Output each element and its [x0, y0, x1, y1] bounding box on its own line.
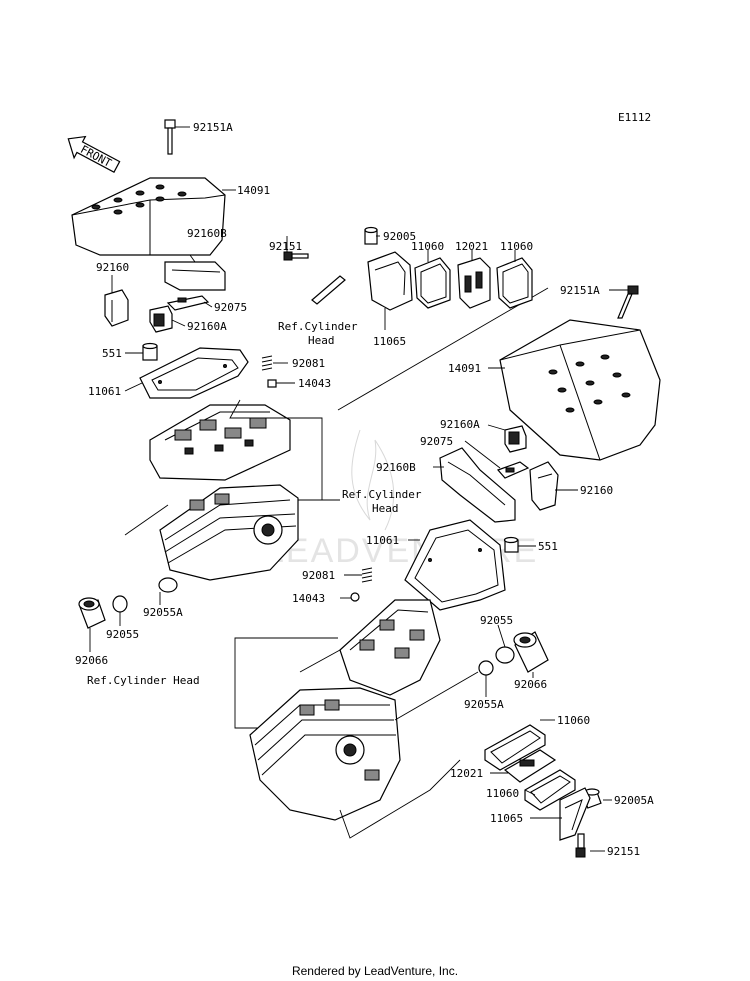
label-92005: 92005 — [383, 230, 416, 243]
o-ring-92055a-left — [158, 577, 178, 593]
label-12021-top: 12021 — [455, 240, 488, 253]
o-ring-92055a-right — [478, 660, 494, 676]
cover-11065-top — [367, 251, 413, 311]
cylinder-head-rear-upper — [149, 404, 291, 481]
o-ring-92055-left — [112, 595, 128, 613]
label-92055a-right: 92055A — [464, 698, 504, 711]
label-92075-left: 92075 — [214, 301, 247, 314]
label-92066-left: 92066 — [75, 654, 108, 667]
label-11065-bottom: 11065 — [490, 812, 523, 825]
label-92160a-right: 92160A — [440, 418, 480, 431]
leader-lines — [89, 126, 628, 852]
gasket-11060-b — [496, 257, 533, 309]
plug-14043-bottom — [350, 592, 360, 602]
label-12021-bottom: 12021 — [450, 767, 483, 780]
label-ref-cylinder-head-2b: Head — [372, 502, 399, 515]
label-11060-d: 11060 — [486, 787, 519, 800]
label-92081-bottom: 92081 — [302, 569, 335, 582]
spring-92081-top — [261, 355, 273, 371]
damper-92160-left — [104, 289, 129, 327]
reed-valve-12021-bottom — [503, 749, 557, 783]
o-ring-92055-right — [495, 646, 515, 664]
cylinder-head-front-upper — [339, 599, 441, 696]
label-92081-top: 92081 — [292, 357, 325, 370]
grommet-92160b-right — [439, 447, 516, 523]
spring-92081-bottom — [361, 567, 373, 583]
damper-92075-right — [496, 461, 530, 479]
gasket-11061-right — [404, 519, 506, 611]
label-11060-a: 11060 — [411, 240, 444, 253]
label-92160b-right: 92160B — [376, 461, 416, 474]
gasket-11060-c — [484, 724, 546, 771]
label-92151-bottom: 92151 — [607, 845, 640, 858]
label-14043-bottom: 14043 — [292, 592, 325, 605]
damper-92160a-right — [504, 425, 527, 453]
cap-551-left — [142, 342, 158, 361]
label-11065-top: 11065 — [373, 335, 406, 348]
label-14091-top: 14091 — [237, 184, 270, 197]
label-92160-left: 92160 — [96, 261, 129, 274]
label-92055-left: 92055 — [106, 628, 139, 641]
pipe-92066-left — [78, 597, 106, 629]
grommet-92160b-left — [164, 261, 226, 291]
label-ref-cylinder-head-2a: Ref.Cylinder — [342, 488, 422, 501]
bolt-92151a-top — [164, 119, 176, 155]
label-ref-cylinder-head-1b: Head — [308, 334, 335, 347]
cylinder-head-front-body — [249, 687, 401, 821]
damper-92075-left — [166, 295, 210, 311]
label-11061-right: 11061 — [366, 534, 399, 547]
label-92055-right: 92055 — [480, 614, 513, 627]
gasket-11061-left — [139, 347, 249, 399]
gasket-11060-d — [524, 769, 576, 811]
cylinder-head-cover-front — [71, 177, 226, 256]
damper-92160-right — [529, 461, 559, 511]
front-arrow-icon: FRONT — [67, 135, 121, 173]
fitting-92005 — [364, 226, 378, 245]
cover-11065-bottom — [559, 787, 591, 841]
cap-551-right — [503, 536, 519, 553]
label-92055a-left: 92055A — [143, 606, 183, 619]
cylinder-head-rear-body — [159, 484, 299, 581]
label-14043-top: 14043 — [298, 377, 331, 390]
label-14091-right: 14091 — [448, 362, 481, 375]
label-ref-cylinder-head-1a: Ref.Cylinder — [278, 320, 358, 333]
label-92066-right: 92066 — [514, 678, 547, 691]
label-551-left: 551 — [102, 347, 122, 360]
label-ref-cylinder-head-3: Ref.Cylinder Head — [87, 674, 200, 687]
pipe-92066-right — [513, 631, 549, 673]
front-label: FRONT — [78, 143, 114, 170]
reed-valve-12021-top — [457, 257, 491, 309]
plug-14043-top — [267, 379, 277, 388]
label-92160b-top: 92160B — [187, 227, 227, 240]
label-92151a-right: 92151A — [560, 284, 600, 297]
label-92005a: 92005A — [614, 794, 654, 807]
label-92075-right: 92075 — [420, 435, 453, 448]
label-11060-b: 11060 — [500, 240, 533, 253]
label-92151a-top: 92151A — [193, 121, 233, 134]
bolt-92151a-right — [617, 285, 639, 319]
part-labels: 92151A 14091 92160B 92160 92075 92160A 9… — [75, 121, 654, 858]
cylinder-head-cover-rear — [499, 319, 661, 461]
label-92151-mid: 92151 — [269, 240, 302, 253]
gasket-11060-a — [414, 257, 451, 309]
footer-credit: Rendered by LeadVenture, Inc. — [291, 964, 459, 978]
bolt-92151-mid — [283, 251, 309, 261]
diagram-code: E1112 — [618, 111, 651, 124]
bolt-92151-bottom — [575, 833, 586, 858]
damper-92160a-left — [149, 305, 173, 333]
label-92160-right: 92160 — [580, 484, 613, 497]
label-11061-left: 11061 — [88, 385, 121, 398]
breather-pipe — [311, 275, 346, 305]
label-11060-c: 11060 — [557, 714, 590, 727]
label-92160a-left: 92160A — [187, 320, 227, 333]
label-551-right: 551 — [538, 540, 558, 553]
